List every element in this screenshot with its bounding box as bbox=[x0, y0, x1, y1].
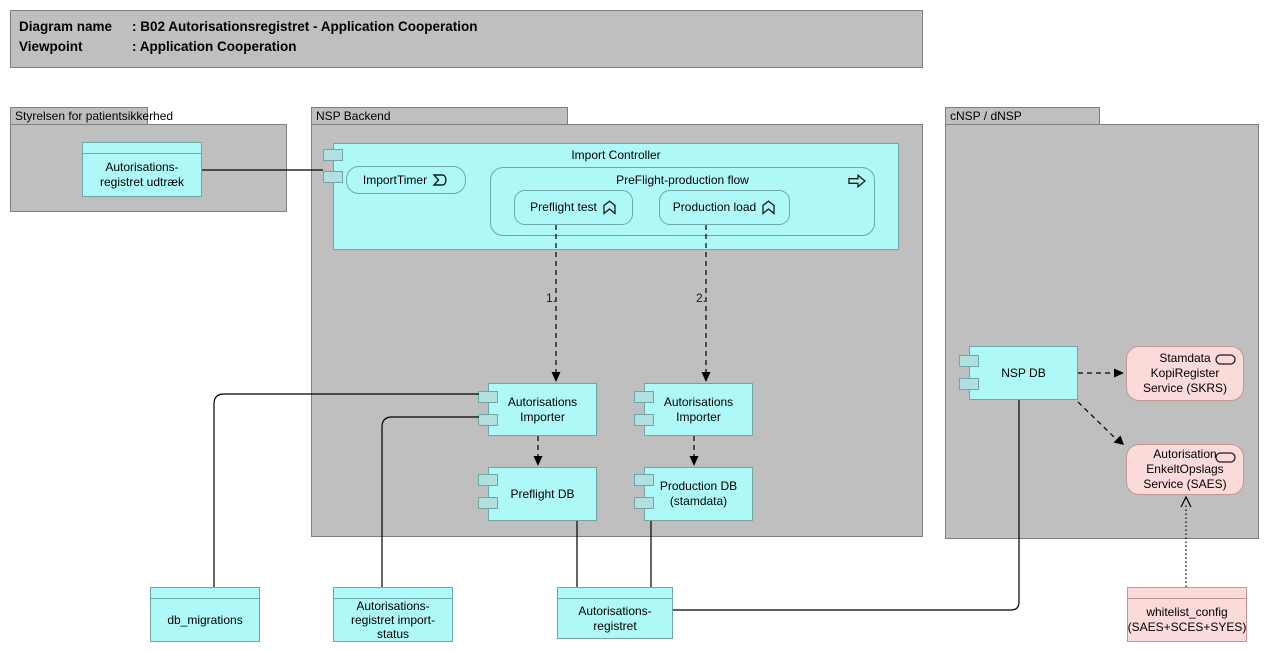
component-port bbox=[478, 414, 498, 426]
node-label: PreFlight-production flow bbox=[616, 173, 749, 187]
group-tab-cnsp[interactable]: cNSP / dNSP bbox=[945, 107, 1100, 125]
event-icon bbox=[432, 173, 449, 187]
component-port bbox=[323, 171, 343, 183]
node-production-db[interactable]: Production DB (stamdata) bbox=[634, 467, 753, 521]
component-port bbox=[323, 149, 343, 161]
artifact-band bbox=[334, 588, 452, 599]
artifact-band bbox=[558, 588, 672, 599]
node-db-migrations[interactable]: db_migrations bbox=[150, 587, 260, 642]
component-port bbox=[634, 391, 654, 403]
node-autorisationsregistret[interactable]: Autorisations- registret bbox=[557, 587, 673, 639]
node-label: Autorisation EnkeltOpslags Service (SAES… bbox=[1143, 447, 1227, 491]
node-label: Autorisations- registret import- status bbox=[350, 599, 436, 641]
node-label: whitelist_config (SAES+SCES+SYES) bbox=[1127, 605, 1247, 634]
service-icon bbox=[1215, 452, 1236, 463]
component-port bbox=[478, 474, 498, 486]
component-port bbox=[634, 497, 654, 509]
service-icon bbox=[1215, 354, 1236, 365]
node-label: Production DB (stamdata) bbox=[659, 479, 738, 508]
group-tab-nsp-backend[interactable]: NSP Backend bbox=[311, 107, 568, 125]
node-autorisations-importer-production[interactable]: Autorisations Importer bbox=[634, 383, 753, 436]
node-autorisations-importer-preflight[interactable]: Autorisations Importer bbox=[478, 383, 597, 436]
component-port bbox=[959, 355, 979, 367]
viewpoint-label: Viewpoint bbox=[19, 39, 83, 54]
group-tab-styrelsen[interactable]: Styrelsen for patientsikkerhed bbox=[10, 107, 173, 125]
artifact-band bbox=[83, 143, 201, 154]
diagram-name-value: : B02 Autorisationsregistret - Applicati… bbox=[132, 19, 478, 34]
node-label: Autorisations- registret bbox=[578, 603, 652, 633]
node-preflight-test[interactable]: Preflight test bbox=[514, 190, 633, 225]
node-production-load[interactable]: Production load bbox=[659, 190, 790, 225]
node-autorisationsregistret-udtraek[interactable]: Autorisations- registret udtræk bbox=[82, 142, 202, 197]
viewpoint-value: : Application Cooperation bbox=[132, 39, 297, 54]
node-autorisationsregistret-import-status[interactable]: Autorisations- registret import- status bbox=[333, 587, 453, 642]
node-nsp-db[interactable]: NSP DB bbox=[959, 346, 1078, 400]
diagram-name-label: Diagram name bbox=[19, 19, 113, 34]
function-icon bbox=[761, 200, 776, 215]
node-label: Preflight test bbox=[530, 200, 597, 214]
component-port bbox=[959, 378, 979, 390]
node-label: Import Controller bbox=[571, 148, 661, 162]
diagram-title-banner: Diagram name : B02 Autorisationsregistre… bbox=[10, 10, 923, 68]
edge-label-step-2: 2. bbox=[696, 291, 707, 305]
function-icon bbox=[602, 200, 617, 215]
node-label: Autorisations Importer bbox=[507, 394, 578, 424]
component-port bbox=[478, 391, 498, 403]
node-label: ImportTimer bbox=[362, 172, 428, 187]
node-preflight-db[interactable]: Preflight DB bbox=[478, 467, 597, 521]
node-saes-service[interactable]: Autorisation EnkeltOpslags Service (SAES… bbox=[1126, 444, 1244, 495]
process-arrow-icon bbox=[848, 173, 867, 189]
node-import-timer[interactable]: ImportTimer bbox=[346, 166, 466, 194]
group-label-nsp-backend: NSP Backend bbox=[316, 109, 391, 123]
node-label: Autorisations- registret udtræk bbox=[99, 160, 185, 189]
node-label: Preflight DB bbox=[510, 486, 575, 501]
node-label: NSP DB bbox=[1001, 365, 1046, 380]
artifact-band bbox=[1128, 588, 1246, 599]
node-label: Autorisations Importer bbox=[663, 394, 734, 424]
node-whitelist-config[interactable]: whitelist_config (SAES+SCES+SYES) bbox=[1127, 587, 1247, 642]
node-label: db_migrations bbox=[167, 612, 243, 627]
group-label-styrelsen: Styrelsen for patientsikkerhed bbox=[15, 109, 174, 123]
component-port bbox=[634, 474, 654, 486]
node-label: Production load bbox=[672, 200, 757, 214]
group-label-cnsp: cNSP / dNSP bbox=[950, 109, 1022, 123]
artifact-band bbox=[151, 588, 259, 599]
edge-label-step-1: 1. bbox=[546, 291, 557, 305]
node-label: Stamdata KopiRegister Service (SKRS) bbox=[1142, 351, 1228, 395]
component-port bbox=[634, 414, 654, 426]
component-port bbox=[478, 497, 498, 509]
node-skrs-service[interactable]: Stamdata KopiRegister Service (SKRS) bbox=[1126, 346, 1244, 401]
